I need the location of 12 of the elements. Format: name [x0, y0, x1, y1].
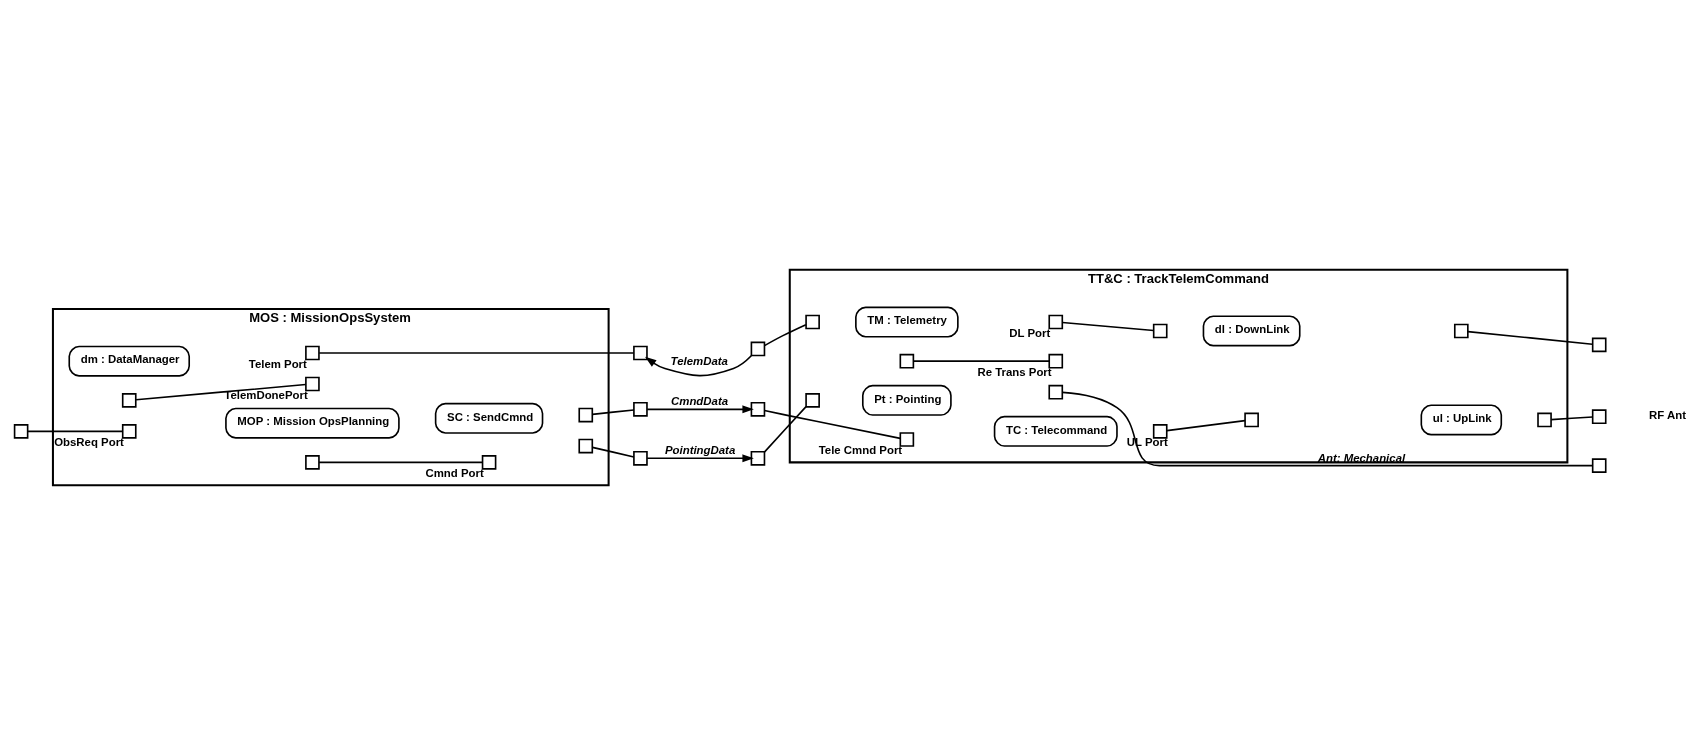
edge-label: PointingData: [664, 444, 736, 457]
edge-label: Ant: Mechanical: [1317, 451, 1406, 464]
node-label: Cmnd Port: [425, 467, 484, 480]
node-label: Tele Cmnd Port: [818, 444, 903, 457]
node-label: DL Port: [1009, 326, 1051, 339]
node-label: Telem Port: [248, 357, 307, 370]
edge-label: CmndData: [671, 395, 729, 408]
label: RF Ant: [1648, 408, 1686, 421]
edge-label: TelemData: [670, 354, 728, 367]
node-label: Re Trans Port: [977, 366, 1052, 379]
node-label: ObsReq Port: [54, 436, 124, 449]
node-label: TelemDonePort: [224, 388, 308, 401]
